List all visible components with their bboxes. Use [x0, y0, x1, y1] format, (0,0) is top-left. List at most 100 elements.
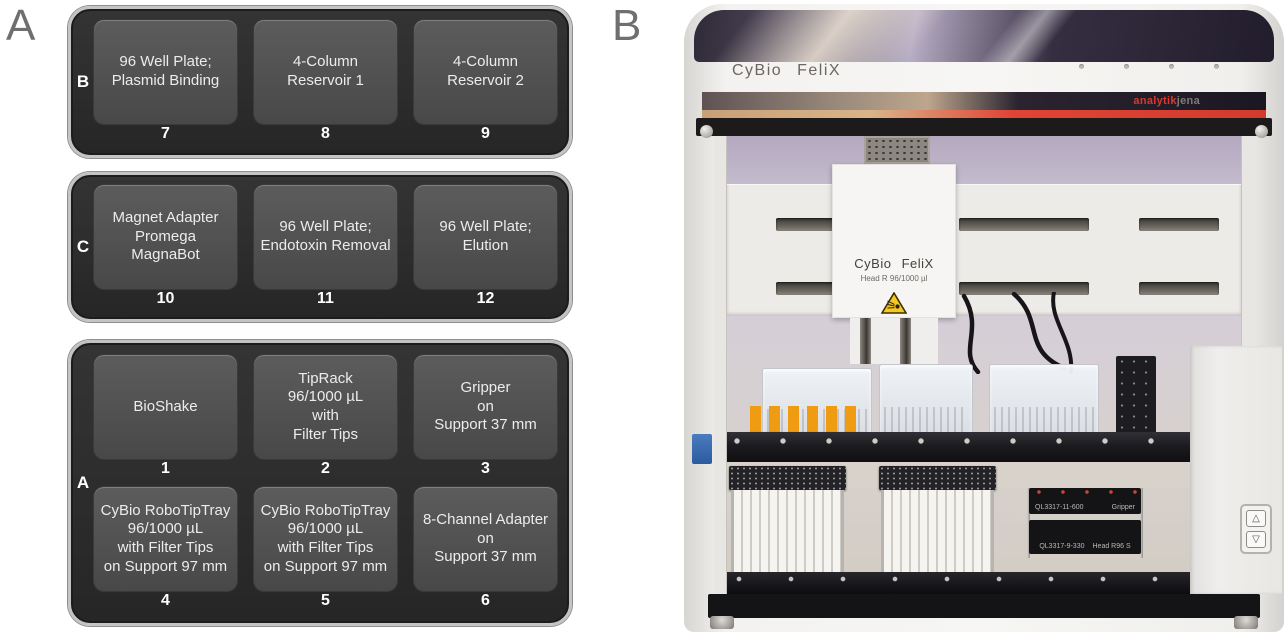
deck-slot-12: 96 Well Plate; Elution 12	[414, 185, 557, 309]
deck-slot-number: 10	[156, 290, 175, 307]
tray-c-letter: C	[76, 237, 90, 256]
support-plate-gripper: QL3317-11-600 Gripper	[1029, 488, 1141, 514]
instrument-interior: CyBio FeliX Head R 96/1000 µl	[714, 136, 1254, 594]
deck-tray-c: C Magnet Adapter Promega MagnaBot 10 96 …	[68, 172, 572, 322]
tip-rack-top	[879, 466, 996, 490]
right-front-pillar	[1190, 346, 1282, 594]
deck-slot-label: 96 Well Plate; Endotoxin Removal	[254, 185, 397, 289]
deck-slot-label: Gripper on Support 37 mm	[414, 355, 557, 459]
vertical-rail	[900, 318, 911, 364]
deck-slot-label: CyBio RoboTipTray 96/1000 µL with Filter…	[254, 487, 397, 591]
screw-icon	[1079, 64, 1084, 69]
glass-hood	[694, 10, 1274, 62]
deck-slot-11: 96 Well Plate; Endotoxin Removal 11	[254, 185, 397, 309]
red-accent-stripe	[702, 110, 1266, 118]
beam-knob	[1255, 125, 1268, 138]
tray-b-grid: 96 Well Plate; Plasmid Binding 7 4-Colum…	[94, 20, 557, 144]
deck-slot-label: Magnet Adapter Promega MagnaBot	[94, 185, 237, 289]
instrument-model-label: CyBio FeliX	[732, 62, 842, 79]
screw-icon	[1124, 64, 1129, 69]
gantry-rail-slot	[959, 218, 1089, 231]
logo-text-primary: analytik	[1133, 95, 1177, 107]
tip-rack-tips	[881, 490, 994, 574]
deck-slot-number: 7	[161, 125, 170, 142]
head-title: CyBio FeliX	[854, 256, 934, 271]
deck-slot-label: 8-Channel Adapter on Support 37 mm	[414, 487, 557, 591]
deck-slot-label: BioShake	[94, 355, 237, 459]
hood-reflection	[697, 10, 958, 62]
vertical-rail	[860, 318, 871, 364]
front-beam	[696, 118, 1272, 136]
deck-slot-label: 4-Column Reservoir 1	[254, 20, 397, 124]
deck-slot-4: CyBio RoboTipTray 96/1000 µL with Filter…	[94, 487, 237, 611]
deck-slot-number: 5	[321, 592, 330, 609]
gantry-rail-slot	[959, 282, 1089, 295]
deck-tray-b: B 96 Well Plate; Plasmid Binding 7 4-Col…	[68, 6, 572, 158]
beam-knob	[700, 125, 713, 138]
support-post	[1027, 488, 1030, 558]
gantry-rail-slot	[1139, 218, 1219, 231]
magnet-adapter-teeth	[750, 406, 862, 434]
deck-slot-number: 12	[476, 290, 495, 307]
hood-reflection	[964, 10, 1085, 62]
deck-slot-5: CyBio RoboTipTray 96/1000 µL with Filter…	[254, 487, 397, 611]
support-plate-head: QL3317-9-330 Head R96 S	[1029, 520, 1141, 554]
panel-a-label: A	[6, 1, 36, 50]
deck-slot-9: 4-Column Reservoir 2 9	[414, 20, 557, 144]
screw-icon	[1169, 64, 1174, 69]
deck-slot-1: BioShake 1	[94, 355, 237, 479]
deck-slot-label: CyBio RoboTipTray 96/1000 µL with Filter…	[94, 487, 237, 591]
deck-accessory-tower	[1116, 356, 1156, 436]
upper-deck-shelf	[727, 432, 1241, 462]
tray-a-grid: BioShake 1 TipRack 96/1000 µL with Filte…	[94, 355, 557, 611]
laser-warning-icon	[880, 291, 908, 319]
support-code: QL3317-9-330	[1039, 543, 1085, 550]
deck-slot-7: 96 Well Plate; Plasmid Binding 7	[94, 20, 237, 144]
support-name: Gripper	[1111, 504, 1135, 511]
tip-rack-top	[729, 466, 846, 490]
tray-a-letter: A	[76, 473, 90, 492]
tray-b-letter: B	[76, 72, 90, 91]
gantry-rail-slot	[1139, 282, 1219, 295]
blue-clamp	[692, 434, 712, 464]
panel-b-label: B	[612, 1, 642, 50]
deck-slot-number: 3	[481, 460, 490, 477]
deck-slot-number: 4	[161, 592, 170, 609]
deck-tray-a: A BioShake 1 TipRack 96/1000 µL with Fil…	[68, 340, 572, 626]
lower-deck-shelf	[727, 572, 1241, 594]
support-name: Head R96 S	[1092, 543, 1131, 550]
support-code: QL3317-11-600	[1035, 504, 1084, 511]
deck-slot-2: TipRack 96/1000 µL with Filter Tips 2	[254, 355, 397, 479]
instrument-foot	[1234, 616, 1258, 629]
tip-rack-tips	[731, 490, 844, 574]
left-frame-pillar	[714, 136, 727, 594]
deck-slot-3: Gripper on Support 37 mm 3	[414, 355, 557, 479]
deck-slot-label: 96 Well Plate; Plasmid Binding	[94, 20, 237, 124]
deck-slot-label: 96 Well Plate; Elution	[414, 185, 557, 289]
instrument-foot	[710, 616, 734, 629]
deck-slot-6: 8-Channel Adapter on Support 37 mm 6	[414, 487, 557, 611]
tray-c-grid: Magnet Adapter Promega MagnaBot 10 96 We…	[94, 185, 557, 309]
instrument-photo: CyBio FeliX analytikjena CyBio FeliX Hea…	[684, 4, 1284, 632]
deck-slot-label: 4-Column Reservoir 2	[414, 20, 557, 124]
pipetting-head: CyBio FeliX Head R 96/1000 µl	[832, 164, 956, 318]
deck-slot-number: 9	[481, 125, 490, 142]
deck-up-button: △	[1246, 510, 1266, 527]
deck-slot-8: 4-Column Reservoir 1 8	[254, 20, 397, 144]
cables	[961, 292, 1074, 374]
deck-slot-number: 2	[321, 460, 330, 477]
deck-slot-10: Magnet Adapter Promega MagnaBot 10	[94, 185, 237, 309]
support-post	[1140, 488, 1143, 558]
instrument-base	[708, 594, 1260, 618]
analytik-jena-logo: analytikjena	[1133, 95, 1200, 107]
deck-down-button: ▽	[1246, 531, 1266, 548]
deck-slot-number: 8	[321, 125, 330, 142]
head-subtitle: Head R 96/1000 µl	[860, 274, 928, 283]
deck-control-panel: △ ▽	[1240, 504, 1272, 554]
deck-slot-number: 1	[161, 460, 170, 477]
deck-slot-number: 11	[317, 290, 334, 307]
logo-text-secondary: jena	[1176, 95, 1200, 107]
screw-icon	[1214, 64, 1219, 69]
deck-slot-number: 6	[481, 592, 490, 609]
